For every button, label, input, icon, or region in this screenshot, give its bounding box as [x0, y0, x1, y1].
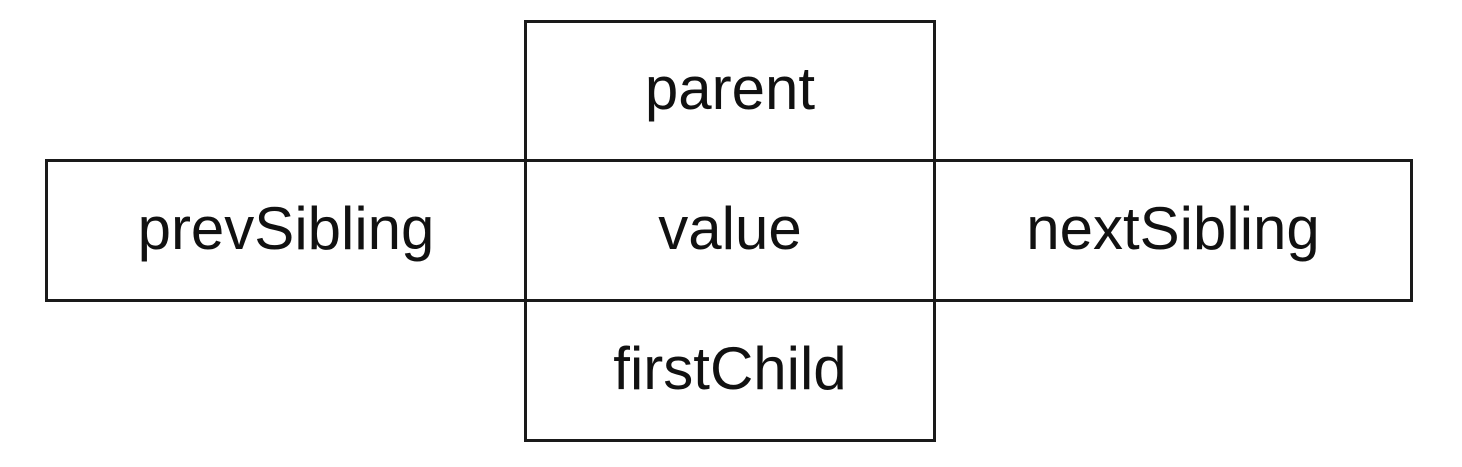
- first-child-label: firstChild: [613, 334, 847, 402]
- value-box: value: [524, 159, 936, 302]
- parent-label: parent: [644, 55, 816, 122]
- value-label: value: [658, 194, 802, 262]
- first-child-box: firstChild: [524, 299, 936, 442]
- prev-sibling-box: prevSibling: [45, 159, 527, 302]
- prev-sibling-label: prevSibling: [137, 194, 435, 262]
- next-sibling-label: nextSibling: [1026, 194, 1320, 262]
- parent-box: parent: [524, 20, 936, 162]
- next-sibling-box: nextSibling: [933, 159, 1413, 302]
